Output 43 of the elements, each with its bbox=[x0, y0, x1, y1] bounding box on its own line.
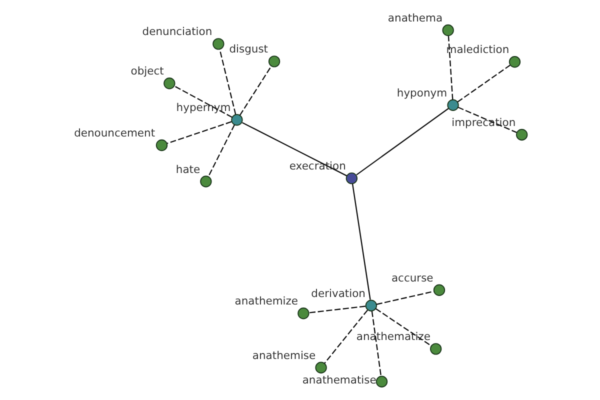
node-circle bbox=[315, 362, 327, 374]
node-circle bbox=[200, 176, 212, 188]
node-circle bbox=[508, 56, 521, 68]
connector bbox=[166, 121, 232, 144]
connector bbox=[448, 36, 454, 100]
node-circle bbox=[164, 78, 176, 90]
connector bbox=[239, 66, 272, 116]
node-circle bbox=[346, 172, 358, 184]
node-circle bbox=[268, 56, 280, 68]
node-circle bbox=[156, 139, 168, 152]
node-label: denunciation bbox=[142, 25, 212, 38]
node-circle bbox=[231, 114, 243, 126]
connector bbox=[457, 64, 510, 102]
node-circle bbox=[516, 128, 528, 141]
connector bbox=[208, 124, 236, 177]
connector bbox=[376, 290, 434, 305]
node-label: anathema bbox=[388, 12, 443, 25]
node-circle bbox=[376, 376, 388, 388]
node-circle bbox=[212, 38, 224, 50]
node-label: denouncement bbox=[74, 126, 156, 140]
connector bbox=[242, 122, 348, 176]
node-label: anathemize bbox=[234, 294, 298, 308]
node-circle bbox=[433, 284, 446, 296]
node-label: malediction bbox=[446, 43, 510, 56]
node-label: hyponym bbox=[396, 86, 448, 100]
node-circle bbox=[430, 343, 442, 355]
connector bbox=[371, 310, 382, 376]
node-label: object bbox=[130, 64, 164, 78]
connector bbox=[219, 49, 236, 115]
node-label: disgust bbox=[229, 42, 268, 56]
connector bbox=[308, 306, 366, 314]
node-label: derivation bbox=[311, 286, 366, 300]
node-circle bbox=[442, 24, 454, 36]
node-label: accurse bbox=[391, 271, 434, 284]
node-label: anathemise bbox=[252, 348, 316, 362]
node-circle bbox=[365, 300, 378, 312]
connector bbox=[324, 310, 368, 364]
node-label: hate bbox=[176, 162, 200, 176]
node-label: anathematise bbox=[302, 374, 376, 387]
connector bbox=[352, 184, 371, 300]
connector bbox=[356, 108, 449, 176]
node-circle bbox=[447, 99, 459, 111]
node-circle bbox=[298, 308, 310, 320]
